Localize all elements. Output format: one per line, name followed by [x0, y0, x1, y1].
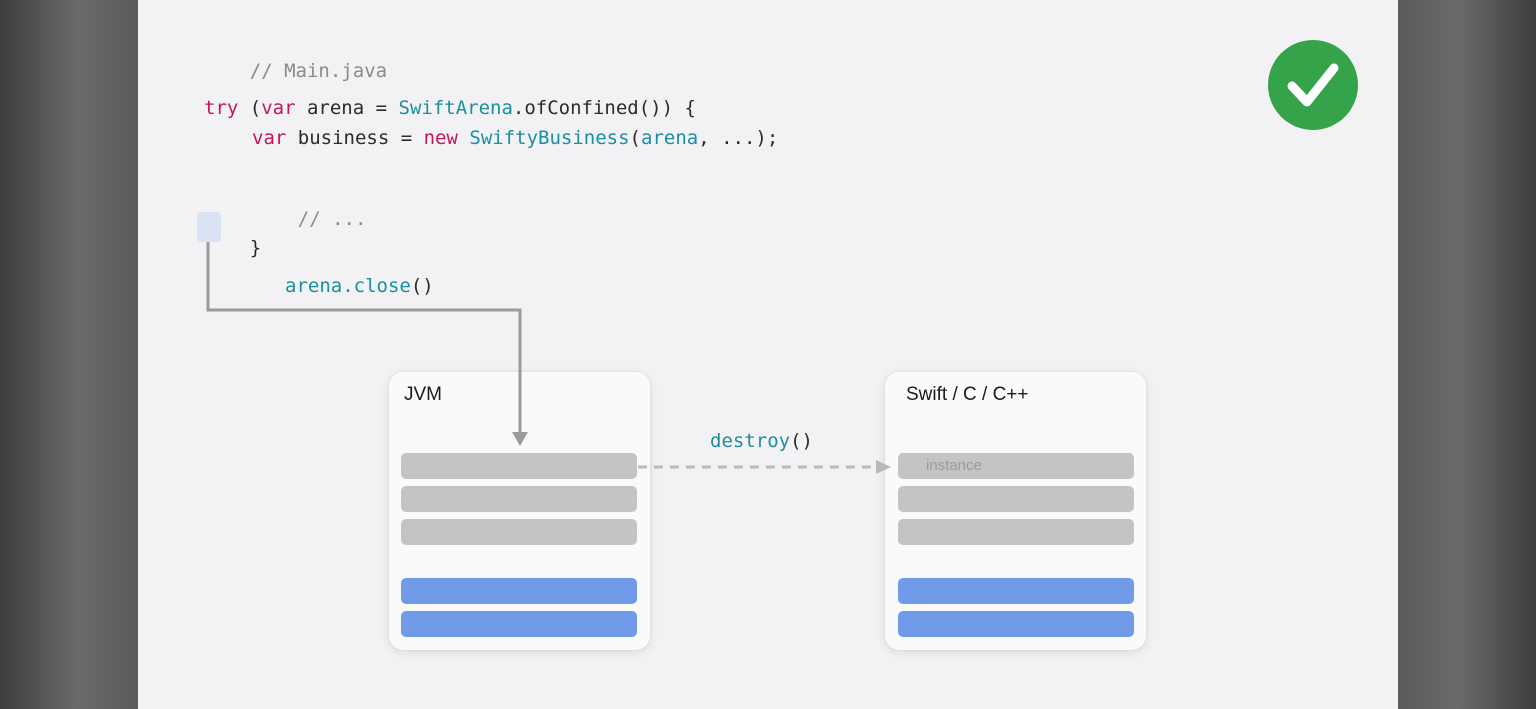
arg-arena: arena [641, 127, 699, 149]
jvm-box: JVM [389, 372, 650, 650]
destroy-label: destroy() [710, 430, 813, 452]
jvm-object-bar [401, 453, 637, 479]
instance-label: instance [926, 457, 982, 474]
jvm-object-bar [401, 486, 637, 512]
code-fragment: .ofConfined()) { [512, 97, 696, 119]
close-parens: () [410, 275, 434, 297]
native-memory-bar [898, 611, 1134, 637]
jvm-memory-bar [401, 578, 637, 604]
code-line-try: try (var arena = SwiftArena.ofConfined()… [204, 97, 696, 119]
close-arrow-head [512, 432, 528, 446]
code-fragment: arena = [295, 97, 399, 119]
closing-brace-highlight [197, 212, 221, 242]
destroy-arrow-head [876, 460, 891, 474]
checkmark-icon [1268, 40, 1358, 130]
jvm-title: JVM [404, 384, 442, 405]
keyword-new: new [423, 127, 458, 149]
native-title: Swift / C / C++ [906, 384, 1029, 405]
native-object-bar [898, 486, 1134, 512]
code-line-business: var business = new SwiftyBusiness(arena,… [252, 127, 778, 149]
type-swiftarena: SwiftArena [398, 97, 513, 119]
comment-text: // ... [297, 208, 367, 230]
jvm-memory-bar [401, 611, 637, 637]
arena-close-label: arena.close() [285, 275, 434, 297]
type-swiftybusiness: SwiftyBusiness [469, 127, 630, 149]
code-comment-filename: // Main.java [204, 38, 387, 104]
native-box: Swift / C / C++ instance [885, 372, 1146, 650]
arena-object: arena [285, 275, 343, 297]
comment-text: // Main.java [249, 60, 388, 82]
code-comment-ellipsis: // ... [252, 186, 367, 252]
brace-text: } [249, 237, 262, 259]
native-object-bar [898, 519, 1134, 545]
connector-arrows [206, 242, 891, 474]
code-fragment: ( [238, 97, 262, 119]
keyword-try: try [204, 97, 239, 119]
keyword-var: var [252, 127, 287, 149]
close-method: .close [342, 275, 411, 297]
close-arrow-line [206, 242, 522, 432]
native-instance-bar: instance [898, 453, 1134, 479]
closing-brace: } [204, 215, 261, 281]
native-memory-bar [898, 578, 1134, 604]
code-fragment: ( [629, 127, 641, 149]
code-fragment: business = [286, 127, 424, 149]
slide: // Main.java try (var arena = SwiftArena… [138, 0, 1398, 709]
destroy-parens: () [790, 430, 813, 452]
code-fragment: , ...); [698, 127, 779, 149]
destroy-function: destroy [710, 430, 791, 452]
jvm-object-bar [401, 519, 637, 545]
keyword-var: var [261, 97, 296, 119]
